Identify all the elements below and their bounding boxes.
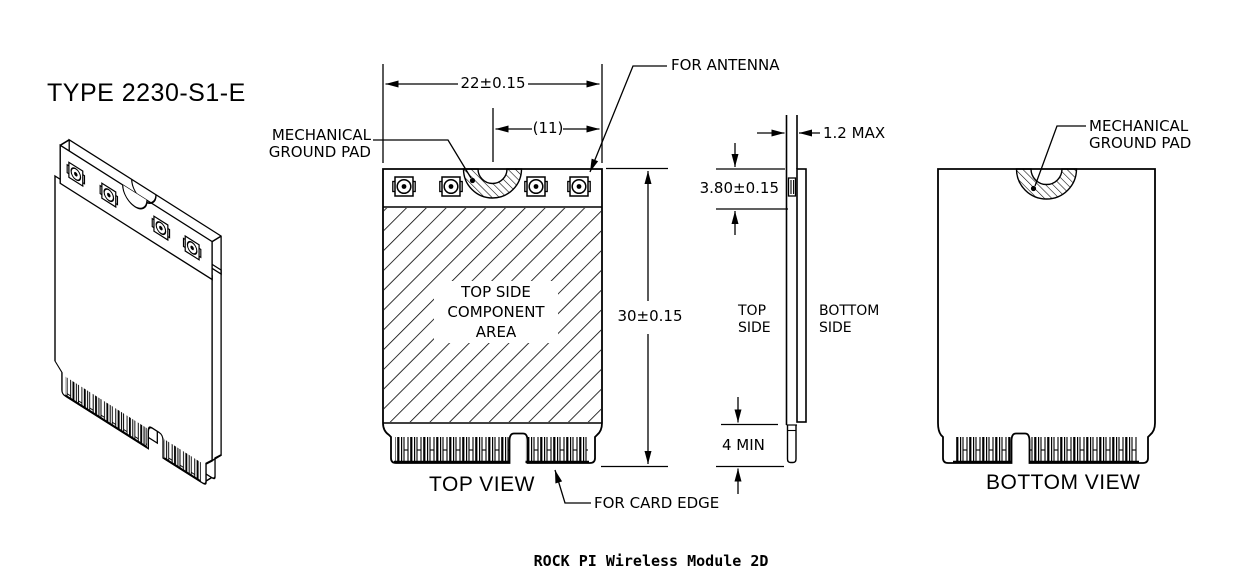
dim-connector-height: 3.80±0.15 [699, 179, 779, 197]
ground-pad-notch-top-view [462, 168, 523, 199]
isometric-view [54, 138, 222, 485]
ground-pad-notch-bottom-view [1015, 168, 1078, 200]
bottom-side-label: BOTTOM SIDE [819, 303, 880, 336]
bottom-view [937, 168, 1156, 464]
side-view [785, 115, 807, 464]
dim-height: 30±0.15 [617, 307, 683, 325]
type-label: TYPE 2230-S1-E [47, 79, 246, 107]
card-edge-annotation: FOR CARD EDGE [594, 494, 720, 512]
top-view [382, 168, 603, 464]
dim-width: 22±0.15 [460, 74, 526, 92]
bottom-view-label: BOTTOM VIEW [986, 471, 1141, 494]
antenna-annotation: FOR ANTENNA [671, 56, 780, 74]
dimension-lines [373, 64, 1086, 504]
dim-thickness: 1.2 MAX [823, 124, 886, 142]
top-side-label: TOP SIDE [738, 303, 771, 336]
component-area-label: TOP SIDE COMPONENT AREA [434, 281, 558, 343]
dim-card-edge-height: 4 MIN [722, 436, 765, 454]
ground-pad-annotation-bottom: MECHANICAL GROUND PAD [1089, 117, 1192, 152]
ground-pad-annotation-top: MECHANICAL GROUND PAD [268, 126, 371, 161]
dim-antenna-ref: (11) [532, 119, 564, 137]
top-view-label: TOP VIEW [429, 473, 535, 496]
drawing-caption: ROCK PI Wireless Module 2D [533, 552, 769, 570]
